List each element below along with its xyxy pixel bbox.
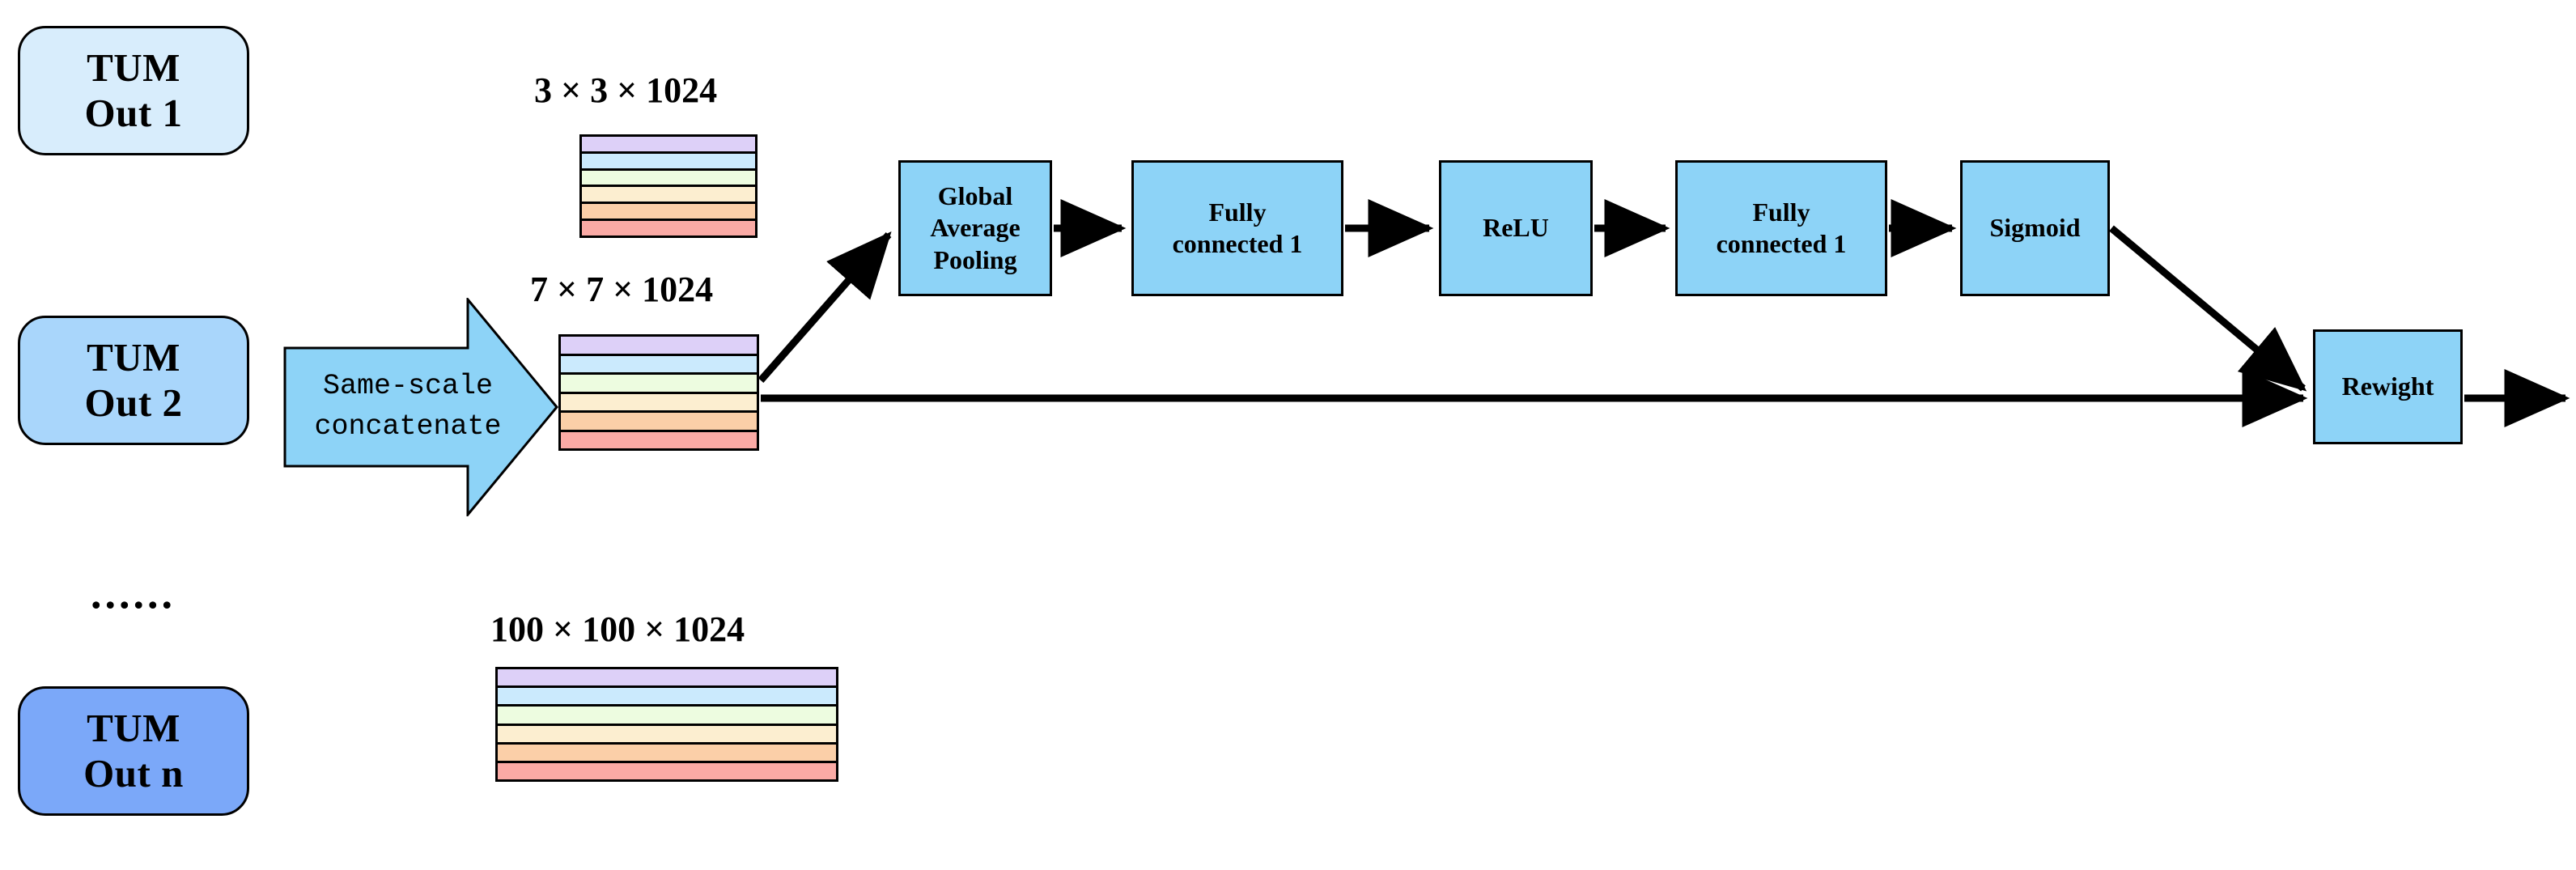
- rewight-box[interactable]: Rewight: [2313, 329, 2463, 444]
- fc1-line2: connected 1: [1172, 229, 1303, 258]
- concatenate-line2: concatenate: [314, 410, 502, 443]
- sigmoid-label: Sigmoid: [1989, 213, 2081, 243]
- stack-7x7-layer-1: [561, 337, 757, 356]
- stack-7x7-layer-3: [561, 375, 757, 394]
- rewight-label: Rewight: [2341, 371, 2434, 401]
- global-average-pooling-box[interactable]: Global Average Pooling: [898, 160, 1052, 296]
- tum-out-n-line2: Out n: [83, 751, 184, 796]
- stack-7x7-caption: 7 × 7 × 1024: [530, 269, 714, 309]
- stack-3x3-layer-5: [582, 204, 755, 222]
- stack-3x3-layer-4: [582, 187, 755, 205]
- gap-line1: Global: [937, 181, 1013, 211]
- stack-100x100-layer-5: [498, 744, 836, 763]
- tum-out-n[interactable]: TUM Out n: [18, 686, 249, 816]
- stack-7x7-layer-6: [561, 431, 757, 448]
- stack-100x100-layer-3: [498, 707, 836, 726]
- sigmoid-box[interactable]: Sigmoid: [1960, 160, 2110, 296]
- stack-100x100-layer-4: [498, 725, 836, 745]
- concatenate-arrow-shape: [283, 298, 558, 516]
- stack-100x100[interactable]: [495, 667, 838, 782]
- fc2-line1: Fully: [1752, 197, 1810, 227]
- tum-out-1[interactable]: TUM Out 1: [18, 26, 249, 155]
- stack-3x3-layer-6: [582, 221, 755, 236]
- stack-3x3-layer-1: [582, 137, 755, 154]
- relu-label: ReLU: [1483, 213, 1549, 243]
- stack-3x3-layer-2: [582, 153, 755, 171]
- same-scale-concatenate-arrow[interactable]: Same-scale concatenate: [283, 298, 558, 516]
- stack-7x7-layer-2: [561, 355, 757, 375]
- stack-7x7-layer-4: [561, 393, 757, 413]
- tum-out-2[interactable]: TUM Out 2: [18, 316, 249, 445]
- fully-connected-1-box[interactable]: Fully connected 1: [1131, 160, 1343, 296]
- stack-100x100-layer-2: [498, 688, 836, 707]
- tum-ellipsis: ......: [91, 569, 176, 617]
- stack-100x100-layer-1: [498, 669, 836, 689]
- fc2-line2: connected 1: [1716, 229, 1847, 258]
- concatenate-label: Same-scale concatenate: [314, 367, 501, 447]
- fc1-line1: Fully: [1208, 197, 1267, 227]
- stack-100x100-layer-6: [498, 762, 836, 780]
- wire-sigmoid-to-rewight: [2109, 225, 2307, 392]
- tum-out-2-line2: Out 2: [84, 380, 183, 425]
- relu-box[interactable]: ReLU: [1439, 160, 1593, 296]
- stack-7x7-layer-5: [561, 413, 757, 432]
- tum-out-2-line1: TUM: [87, 335, 180, 380]
- stack-3x3-layer-3: [582, 170, 755, 188]
- concatenate-line1: Same-scale: [322, 370, 494, 403]
- stack-3x3[interactable]: [579, 134, 758, 238]
- tum-out-1-line2: Out 1: [84, 91, 183, 135]
- gap-line3: Pooling: [933, 244, 1017, 274]
- wire-stack-to-gap: [758, 231, 892, 383]
- fully-connected-2-box[interactable]: Fully connected 1: [1675, 160, 1887, 296]
- stack-100x100-caption: 100 × 100 × 1024: [490, 609, 745, 649]
- stack-3x3-caption: 3 × 3 × 1024: [534, 70, 718, 110]
- tum-out-1-line1: TUM: [87, 45, 180, 91]
- stack-7x7[interactable]: [558, 334, 759, 451]
- gap-line2: Average: [930, 213, 1021, 243]
- tum-out-n-line1: TUM: [87, 706, 180, 751]
